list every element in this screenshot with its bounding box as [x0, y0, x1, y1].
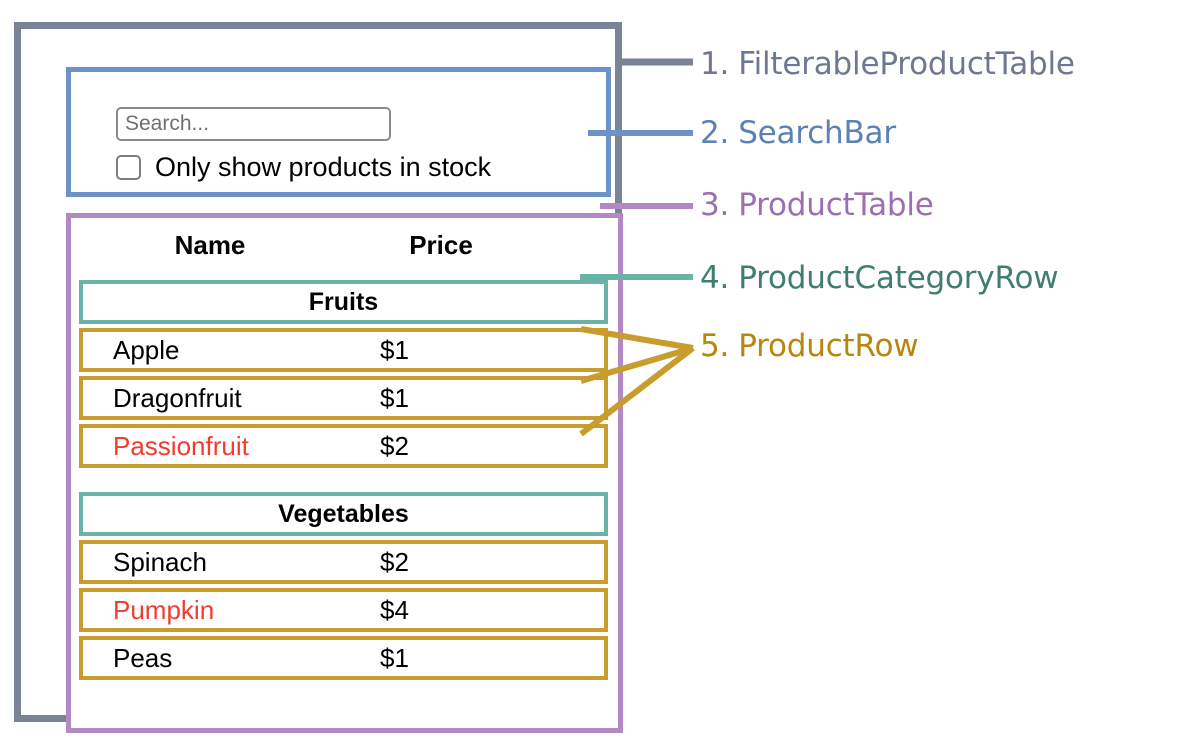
legend-number: 4. [700, 260, 730, 296]
legend-item-filterable-product-table: 1.FilterableProductTable [700, 49, 1075, 80]
product-category-label: Vegetables [278, 499, 409, 528]
group-spacer [79, 472, 608, 492]
in-stock-filter-label: Only show products in stock [155, 152, 492, 182]
column-header-name: Name [174, 230, 246, 260]
legend-name: FilterableProductTable [738, 46, 1075, 82]
legend-name: SearchBar [738, 115, 896, 151]
product-row: Dragonfruit $1 [79, 376, 608, 420]
product-table-box: Name Price Fruits Apple $1 Dragonfruit $… [66, 213, 623, 733]
filterable-product-table-box: Only show products in stock Name Price F… [14, 22, 623, 733]
legend-item-product-table: 3.ProductTable [700, 190, 934, 221]
legend-number: 2. [700, 115, 730, 151]
product-price: $1 [380, 335, 409, 365]
product-name: Pumpkin [113, 595, 215, 625]
product-name: Dragonfruit [113, 383, 242, 413]
product-name: Apple [113, 335, 180, 365]
product-price: $2 [380, 547, 409, 577]
product-name: Peas [113, 643, 173, 673]
product-category-label: Fruits [308, 287, 379, 316]
product-row: Pumpkin $4 [79, 588, 608, 632]
legend-name: ProductTable [738, 187, 934, 223]
search-input[interactable] [116, 107, 391, 141]
product-table-rows: Fruits Apple $1 Dragonfruit $1 Passionfr… [79, 280, 608, 684]
column-header-price: Price [409, 230, 473, 260]
product-category-row: Vegetables [79, 492, 608, 536]
table-header-row: Name Price [79, 230, 603, 272]
product-price: $1 [380, 383, 409, 413]
product-row: Peas $1 [79, 636, 608, 680]
legend-number: 3. [700, 187, 730, 223]
product-name: Passionfruit [113, 431, 249, 461]
product-row: Passionfruit $2 [79, 424, 608, 468]
product-price: $4 [380, 595, 409, 625]
search-bar-box: Only show products in stock [66, 67, 611, 197]
legend-item-product-row: 5.ProductRow [700, 328, 919, 364]
in-stock-filter-row[interactable]: Only show products in stock [116, 154, 491, 181]
product-price: $1 [380, 643, 409, 673]
product-row: Spinach $2 [79, 540, 608, 584]
product-price: $2 [380, 431, 409, 461]
product-row: Apple $1 [79, 328, 608, 372]
legend-name: ProductCategoryRow [738, 260, 1059, 296]
legend-item-search-bar: 2.SearchBar [700, 118, 896, 149]
legend-number: 1. [700, 46, 730, 82]
legend-name: ProductRow [738, 328, 919, 364]
product-category-row: Fruits [79, 280, 608, 324]
legend-number: 5. [700, 328, 730, 364]
checkbox-icon[interactable] [116, 155, 141, 180]
product-name: Spinach [113, 547, 207, 577]
legend-item-product-category-row: 4.ProductCategoryRow [700, 260, 1059, 296]
